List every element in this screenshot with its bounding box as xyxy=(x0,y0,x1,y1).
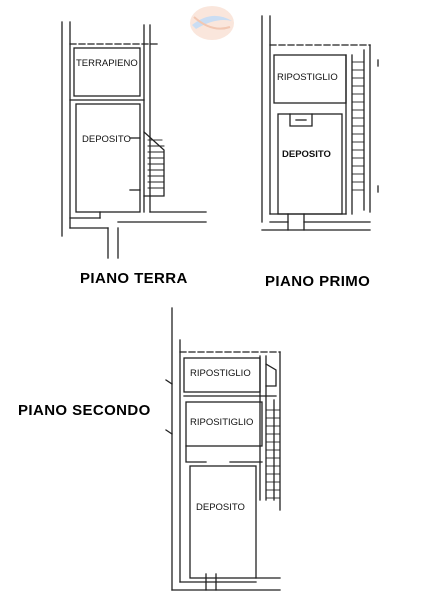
floor-plan-secondo xyxy=(165,307,281,591)
room-label-terra-deposito: DEPOSITO xyxy=(82,134,131,145)
room-label-secondo-ripostiglio-2: RIPOSITIGLIO xyxy=(190,417,253,428)
room-label-secondo-deposito: DEPOSITO xyxy=(196,502,245,513)
floor-plan-terra xyxy=(61,21,207,259)
floor-title-piano-secondo: PIANO SECONDO xyxy=(18,402,151,419)
floor-title-piano-primo: PIANO PRIMO xyxy=(265,273,371,290)
room-label-secondo-ripostiglio-1: RIPOSTIGLIO xyxy=(190,368,251,379)
floor-title-piano-terra: PIANO TERRA xyxy=(80,270,188,287)
room-label-primo-deposito: DEPOSITO xyxy=(282,149,331,160)
watermark-logo-icon xyxy=(190,6,234,40)
room-label-primo-ripostiglio: RIPOSTIGLIO xyxy=(277,72,338,83)
floor-plan-primo xyxy=(261,15,379,231)
room-label-terra-terrapieno: TERRAPIENO xyxy=(76,58,138,69)
